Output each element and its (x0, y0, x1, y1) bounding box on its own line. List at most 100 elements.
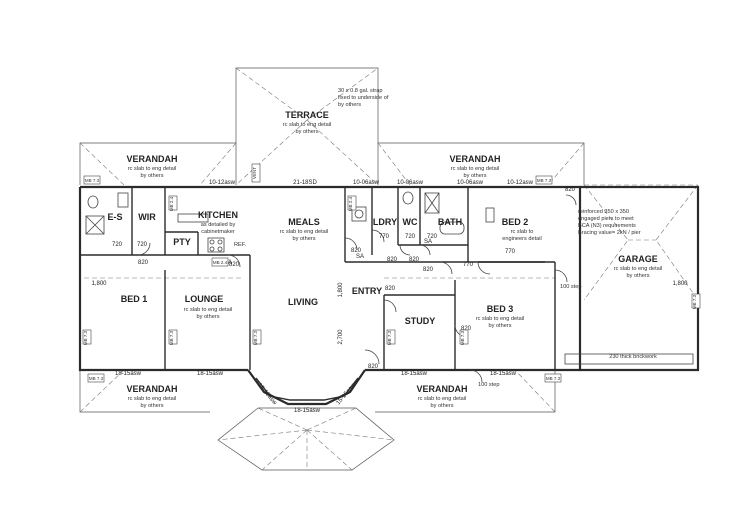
dimension: 2,700 (338, 329, 344, 345)
dimension: 1,800 (672, 281, 688, 287)
room-verandah-sw-note: by others (140, 403, 163, 409)
room-labels: TERRACE rc slab to eng detail by others … (107, 110, 662, 409)
room-verandah-s-note: rc slab to eng detail (418, 396, 467, 402)
room-bed1: BED 1 (121, 294, 148, 304)
dimension: 720 (112, 242, 123, 248)
tags: MB 7.3 MB 7.3 MB 2.4 MB 7.3 MB 2.4 MB 7.… (82, 163, 701, 383)
dimension: SA (424, 239, 432, 245)
mb-tag: MB 7.3 (85, 178, 100, 183)
room-terrace: TERRACE (285, 110, 329, 120)
room-garage-note: by others (626, 273, 649, 279)
dimension: 820 (351, 248, 362, 254)
room-terrace-note: by others (295, 129, 318, 135)
mb-tag: MB 7.3 (692, 294, 697, 309)
room-entry: ENTRY (352, 286, 382, 296)
room-bed3-note: rc slab to eng detail (476, 316, 525, 322)
room-lounge-note: by others (196, 314, 219, 320)
room-verandah-sw: VERANDAH (126, 384, 177, 394)
dimension: 770 (505, 249, 516, 255)
brickwork-note: 230 thick brickwork (609, 354, 657, 360)
dimension: 18-15asw (197, 371, 224, 377)
dimension: 10-06asw (353, 180, 380, 186)
dimension: 1,800 (91, 281, 107, 287)
room-verandah-nw-note: by others (140, 173, 163, 179)
dimension: 820 (229, 262, 240, 268)
dimension: 820 (409, 257, 420, 263)
dimension: 720 (137, 242, 148, 248)
room-verandah-ne: VERANDAH (449, 154, 500, 164)
room-pty: PTY (173, 237, 191, 247)
room-meals-note: by others (292, 236, 315, 242)
room-bed3-note: by others (488, 323, 511, 329)
mb-tag: MB 7.3 (537, 178, 552, 183)
dimension: 10-12asw (209, 180, 236, 186)
fixtures (85, 191, 495, 253)
mb-tag: MB 2.4 (169, 196, 174, 211)
room-ldry: LDRY (373, 217, 397, 227)
dimension: SA (356, 254, 364, 260)
room-verandah-s: VERANDAH (416, 384, 467, 394)
room-lounge: LOUNGE (185, 294, 224, 304)
room-bed2: BED 2 (502, 217, 529, 227)
room-verandah-nw-note: rc slab to eng detail (128, 166, 177, 172)
terrace-strap-note: by others (338, 102, 361, 108)
roof-outlines (79, 67, 699, 471)
dimension: 10-12asw (507, 180, 534, 186)
vent-tag: VENT (252, 167, 257, 179)
garage-piers-note: Bracing value= 2kN / pier (578, 230, 641, 236)
ref-label: REF. (234, 242, 247, 248)
room-verandah-sw-note: rc slab to eng detail (128, 396, 177, 402)
mb-tag: MB 7.3 (89, 376, 104, 381)
dimension: 18-15asw (294, 408, 321, 414)
step-note: 100 step (560, 284, 581, 290)
room-garage: GARAGE (618, 254, 658, 264)
room-es: E-S (107, 212, 122, 222)
notes: 30 x 0.8 gal. strap fixed to underside o… (234, 88, 657, 388)
room-wc: WC (403, 217, 418, 227)
room-study: STUDY (405, 316, 436, 326)
dimension: 770 (379, 234, 390, 240)
mb-tag: MB 7.3 (253, 330, 258, 345)
dimension: 18-15asw (401, 371, 428, 377)
mb-tag: MB 7.3 (387, 330, 392, 345)
mb-tag: MB 7.3 (83, 330, 88, 345)
room-meals: MEALS (288, 217, 320, 227)
room-bed2-note: engineers detail (502, 236, 542, 242)
step-note: 100 step (478, 382, 499, 388)
dimension: 10-06asw (397, 180, 424, 186)
mb-tag: MB 2.4 (213, 260, 228, 265)
room-wir: WIR (138, 212, 156, 222)
dimension: 15-15asw (336, 382, 358, 406)
mb-tag: MB 7.3 (546, 376, 561, 381)
garage-piers-note: engaged piers to meet (578, 216, 634, 222)
room-bed2-note: rc slab to (511, 229, 534, 235)
dimension: 18-15asw (115, 371, 142, 377)
room-kitchen-note: cabinetmaker (201, 229, 235, 235)
dimension: 820 (565, 187, 576, 193)
dimension: 720 (427, 234, 438, 240)
garage-piers-note: reinforced 350 x 350 (578, 209, 629, 215)
room-verandah-ne-note: by others (463, 173, 486, 179)
dimension: 15-15asw (256, 382, 278, 406)
dimension: 820 (461, 326, 472, 332)
dimension: 820 (423, 267, 434, 273)
room-kitchen: KITCHEN (198, 210, 238, 220)
room-living: LIVING (288, 297, 318, 307)
room-verandah-ne-note: rc slab to eng detail (451, 166, 500, 172)
room-terrace-note: rc slab to eng detail (283, 122, 332, 128)
dimension: 820 (387, 257, 398, 263)
room-verandah-s-note: by others (430, 403, 453, 409)
mb-tag: MB 2.4 (348, 196, 353, 211)
dimension: 1,800 (338, 282, 344, 298)
room-meals-note: rc slab to eng detail (280, 229, 329, 235)
mb-tag: MB 7.3 (169, 330, 174, 345)
room-kitchen-note: as detailed by (201, 222, 236, 228)
room-garage-note: rc slab to eng detail (614, 266, 663, 272)
dimension: 720 (405, 234, 416, 240)
dimension: 770 (463, 262, 474, 268)
room-bath: BATH (438, 217, 462, 227)
dimension: 820 (138, 260, 149, 266)
mb-tag: MB 7.3 (460, 330, 465, 345)
room-bed3: BED 3 (487, 304, 514, 314)
